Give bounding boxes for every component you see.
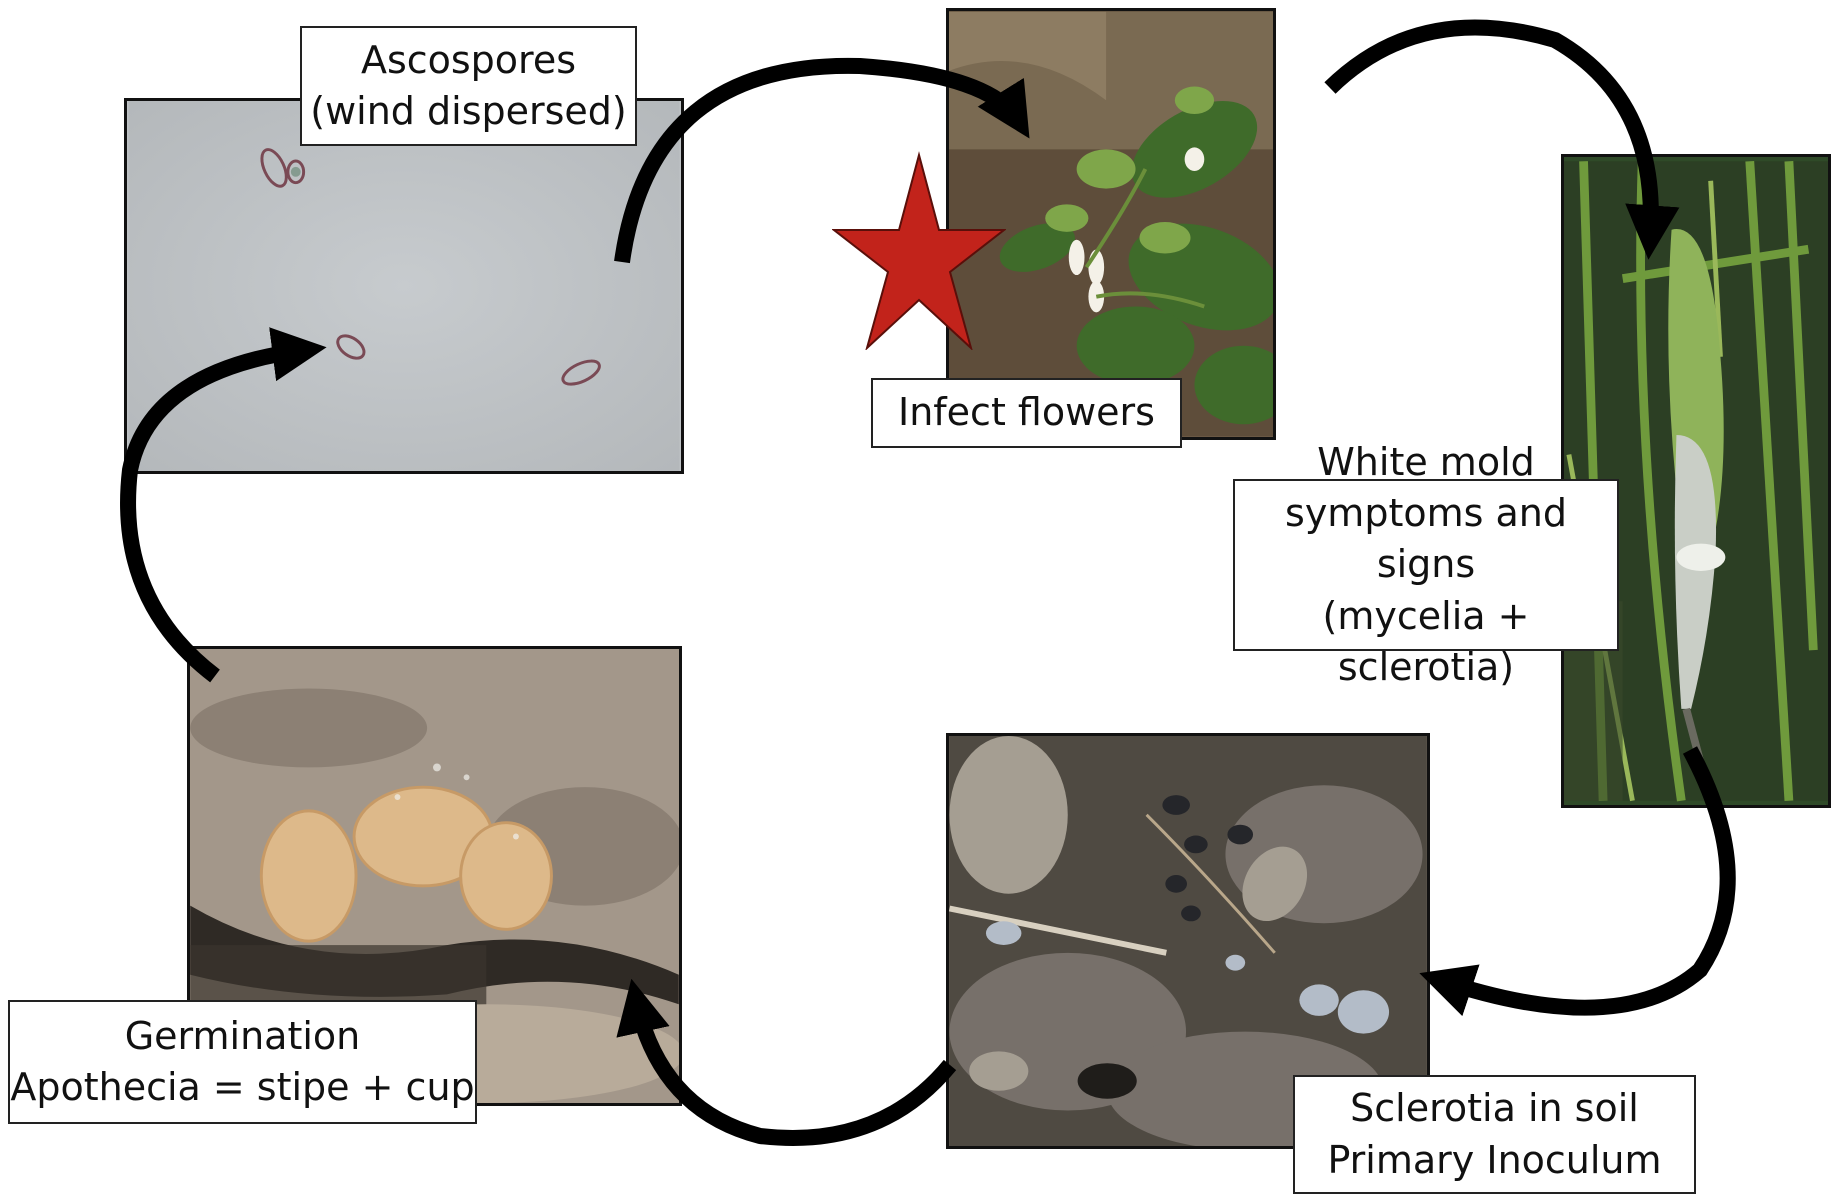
label-sclerotia-line1: Sclerotia in soil: [1350, 1083, 1639, 1134]
label-sclerotia: Sclerotia in soil Primary Inoculum: [1293, 1075, 1696, 1194]
label-ascospores: Ascospores (wind dispersed): [300, 26, 637, 146]
arrow-sclerotia-to-germination: [636, 1000, 950, 1138]
arrow-germination-to-ascospores: [128, 350, 305, 676]
label-white-mold: White mold symptoms and signs (mycelia +…: [1233, 479, 1619, 651]
label-infect-flowers-line1: Infect flowers: [898, 387, 1155, 438]
label-infect-flowers: Infect flowers: [871, 378, 1182, 448]
arrow-flowers-to-whitemold: [1330, 28, 1651, 239]
label-white-mold-line2: symptoms and signs: [1235, 488, 1617, 591]
label-germination-line1: Germination: [125, 1011, 361, 1062]
label-germination-line2: Apothecia = stipe + cup: [10, 1062, 474, 1113]
label-ascospores-line2: (wind dispersed): [310, 86, 626, 137]
arrow-whitemold-to-sclerotia: [1440, 750, 1728, 1008]
label-sclerotia-line2: Primary Inoculum: [1327, 1135, 1661, 1186]
label-germination: Germination Apothecia = stipe + cup: [8, 1000, 477, 1124]
star-icon: [832, 150, 1006, 350]
label-ascospores-line1: Ascospores: [361, 35, 576, 86]
label-white-mold-line3: (mycelia + sclerotia): [1235, 591, 1617, 694]
label-white-mold-line1: White mold: [1317, 437, 1535, 488]
